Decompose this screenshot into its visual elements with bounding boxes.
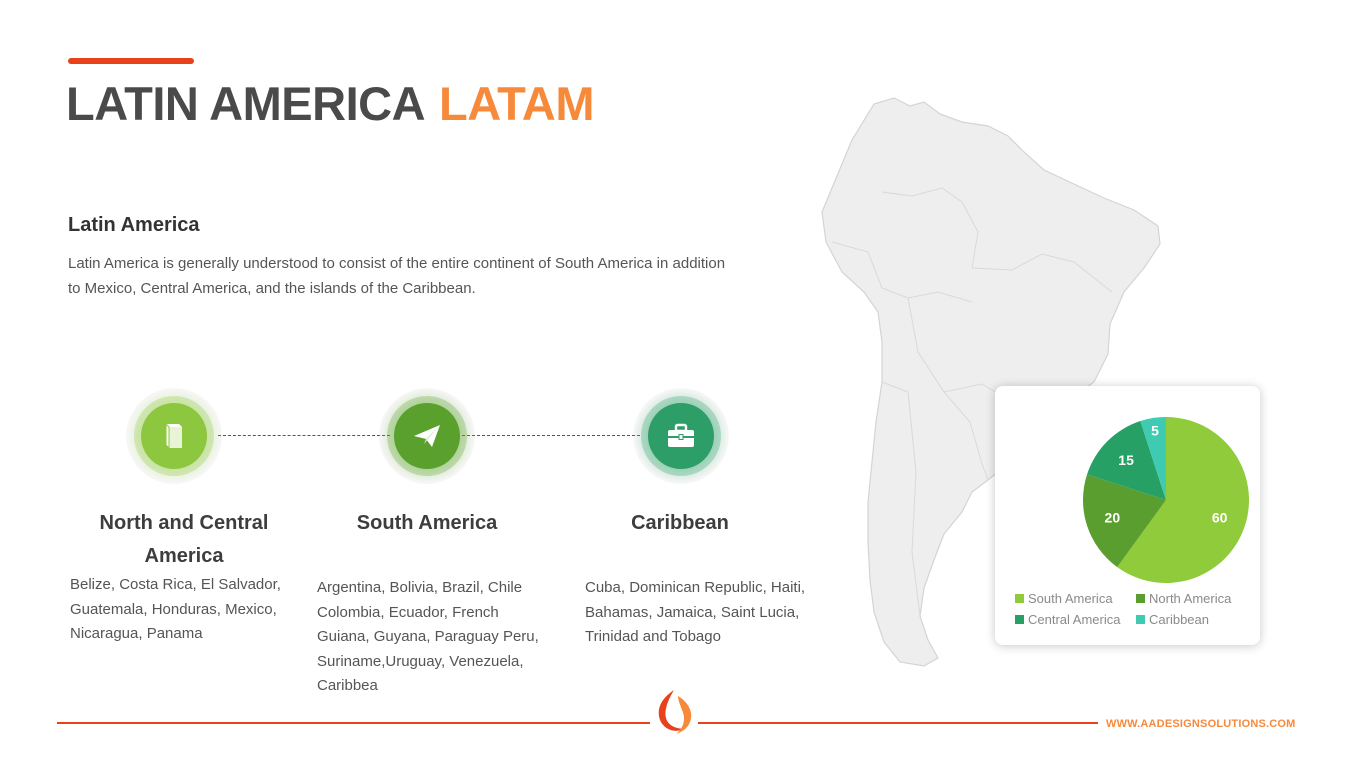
pie-label-caribbean: 5 — [1151, 422, 1159, 438]
region-title-caribbean: Caribbean — [631, 512, 729, 534]
region-title-south-america: South America — [356, 512, 498, 534]
book-icon — [165, 422, 182, 450]
legend-item-caribbean: Caribbean — [1136, 612, 1209, 627]
intro-heading: Latin America — [68, 214, 200, 236]
legend-item-central-america: Central America — [1015, 612, 1120, 627]
legend-swatch — [1136, 594, 1145, 603]
pie-chart: 60 20 15 5 — [1083, 417, 1249, 583]
pie-label-south-america: 60 — [1212, 509, 1228, 525]
region-icon-south-america — [379, 388, 475, 484]
legend-item-north-america: North America — [1136, 591, 1231, 606]
pie-label-north-america: 20 — [1105, 509, 1121, 525]
pie-slice-south-america — [1117, 417, 1249, 583]
region-countries-south-america: Argentina, Bolivia, Brazil, Chile Colomb… — [317, 579, 539, 694]
legend-swatch — [1136, 615, 1145, 624]
pie-label-central-america: 15 — [1118, 452, 1134, 468]
footer-url: WWW.AADESIGNSOLUTIONS.COM — [1106, 718, 1296, 730]
region-title-north-central: North and Central America — [99, 512, 269, 567]
briefcase-icon — [668, 423, 694, 447]
title-primary: LATIN AMERICA — [66, 77, 426, 130]
region-countries-north-central: Belize, Costa Rica, El Salvador, Guatema… — [70, 576, 281, 642]
title-accent-bar — [68, 58, 194, 64]
pie-slice-caribbean — [1140, 417, 1166, 500]
footer-rule-right — [698, 722, 1098, 724]
region-countries-caribbean: Cuba, Dominican Republic, Haiti, Bahamas… — [585, 579, 806, 645]
footer-rule-left — [57, 722, 650, 724]
legend-label: South America — [1028, 591, 1113, 606]
legend-label: North America — [1149, 591, 1232, 606]
brand-logo — [658, 690, 692, 734]
pie-slice-north-america — [1083, 474, 1166, 568]
region-icon-caribbean — [633, 388, 729, 484]
connector-1 — [218, 435, 390, 436]
intro-text: Latin America is generally understood to… — [68, 255, 726, 297]
legend-swatch — [1015, 615, 1024, 624]
pie-slice-central-america — [1087, 421, 1166, 500]
region-icon-north-central — [126, 388, 222, 484]
pie-chart-card: 60 20 15 5 South America North America Cent… — [995, 386, 1260, 645]
connector-2 — [462, 435, 640, 436]
legend-label: Central America — [1028, 612, 1121, 627]
paper-plane-icon — [414, 425, 440, 447]
title-highlight: LATAM — [439, 77, 594, 130]
legend-swatch — [1015, 594, 1024, 603]
legend-label: Caribbean — [1149, 612, 1209, 627]
legend-item-south-america: South America — [1015, 591, 1113, 606]
